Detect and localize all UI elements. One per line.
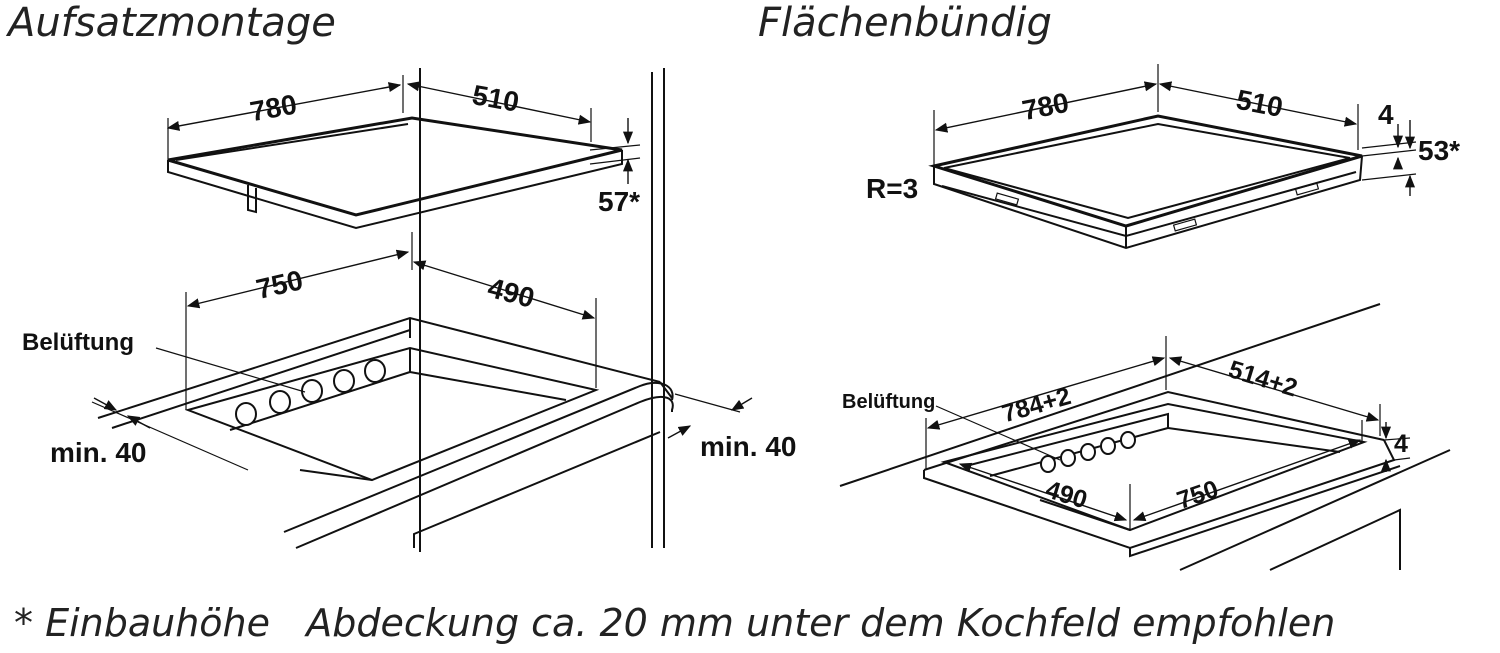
dim-line-hob-depth: [406, 81, 592, 125]
dim-line-cutout-width: [186, 249, 410, 309]
dim-line-flush-depth: [1158, 81, 1358, 127]
dim-flush-cutout-depth: 490: [1042, 476, 1090, 515]
dim-frame-thickness: 4: [1378, 99, 1394, 130]
flush-hob-top: [928, 114, 1363, 228]
dim-line-recess-depth: [1168, 356, 1380, 422]
dim-install-height: 57*: [598, 186, 640, 217]
dim-recess-width: 784+2: [999, 382, 1074, 428]
dim-line-hob-width: [166, 82, 402, 131]
dim-line-flush-cutout-width: [1132, 439, 1362, 521]
flush-worktop-front: [1179, 449, 1451, 571]
hob-inner-edge: [175, 123, 409, 161]
dim-recess-depth: 514+2: [1225, 355, 1300, 402]
title-surface-mount: Aufsatzmontage: [5, 0, 336, 46]
dim-recess-step: 4: [1394, 430, 1408, 458]
dim-line-flush-width: [934, 81, 1158, 133]
dim-min-back: min. 40: [700, 431, 796, 462]
hob-clamp: [247, 185, 257, 214]
dim-hob-width: 780: [248, 89, 299, 128]
dim-cutout-width: 750: [253, 264, 305, 305]
dim-min-front: min. 40: [50, 437, 146, 468]
label-ventilation: Belüftung: [22, 329, 134, 356]
flush-mount-drawing: R=3 780 510 4 53*: [839, 64, 1460, 571]
dim-hob-depth: 510: [470, 79, 521, 118]
title-flush-mount: Flächenbündig: [758, 0, 1052, 46]
dim-flush-install-height: 53*: [1418, 135, 1460, 166]
dim-line-cutout-depth: [412, 260, 596, 320]
hob-side-edge: [167, 150, 623, 230]
dim-line-flush-cutout-depth: [958, 462, 1128, 522]
cabinet-line: [413, 431, 661, 548]
dim-flush-hob-width: 780: [1020, 87, 1072, 126]
dim-line-recess-width: [926, 356, 1166, 430]
surface-mount-drawing: 780 510 57* 750: [22, 68, 796, 552]
hob-top-surface: [167, 116, 623, 217]
label-radius: R=3: [866, 173, 918, 204]
label-flush-ventilation: Belüftung: [842, 391, 935, 413]
dim-flush-cutout-width: 750: [1173, 475, 1222, 515]
dim-cutout-depth: 490: [485, 272, 538, 314]
worktop-front-lip: [295, 395, 674, 549]
dim-flush-hob-depth: 510: [1234, 84, 1286, 123]
footnote: * Einbauhöhe Abdeckung ca. 20 mm unter d…: [14, 601, 1335, 645]
flush-cabinet-line: [1269, 508, 1401, 571]
leader-ventilation: [155, 347, 306, 393]
cutout-opening: [184, 346, 600, 482]
flush-recess-outer: [923, 390, 1385, 471]
